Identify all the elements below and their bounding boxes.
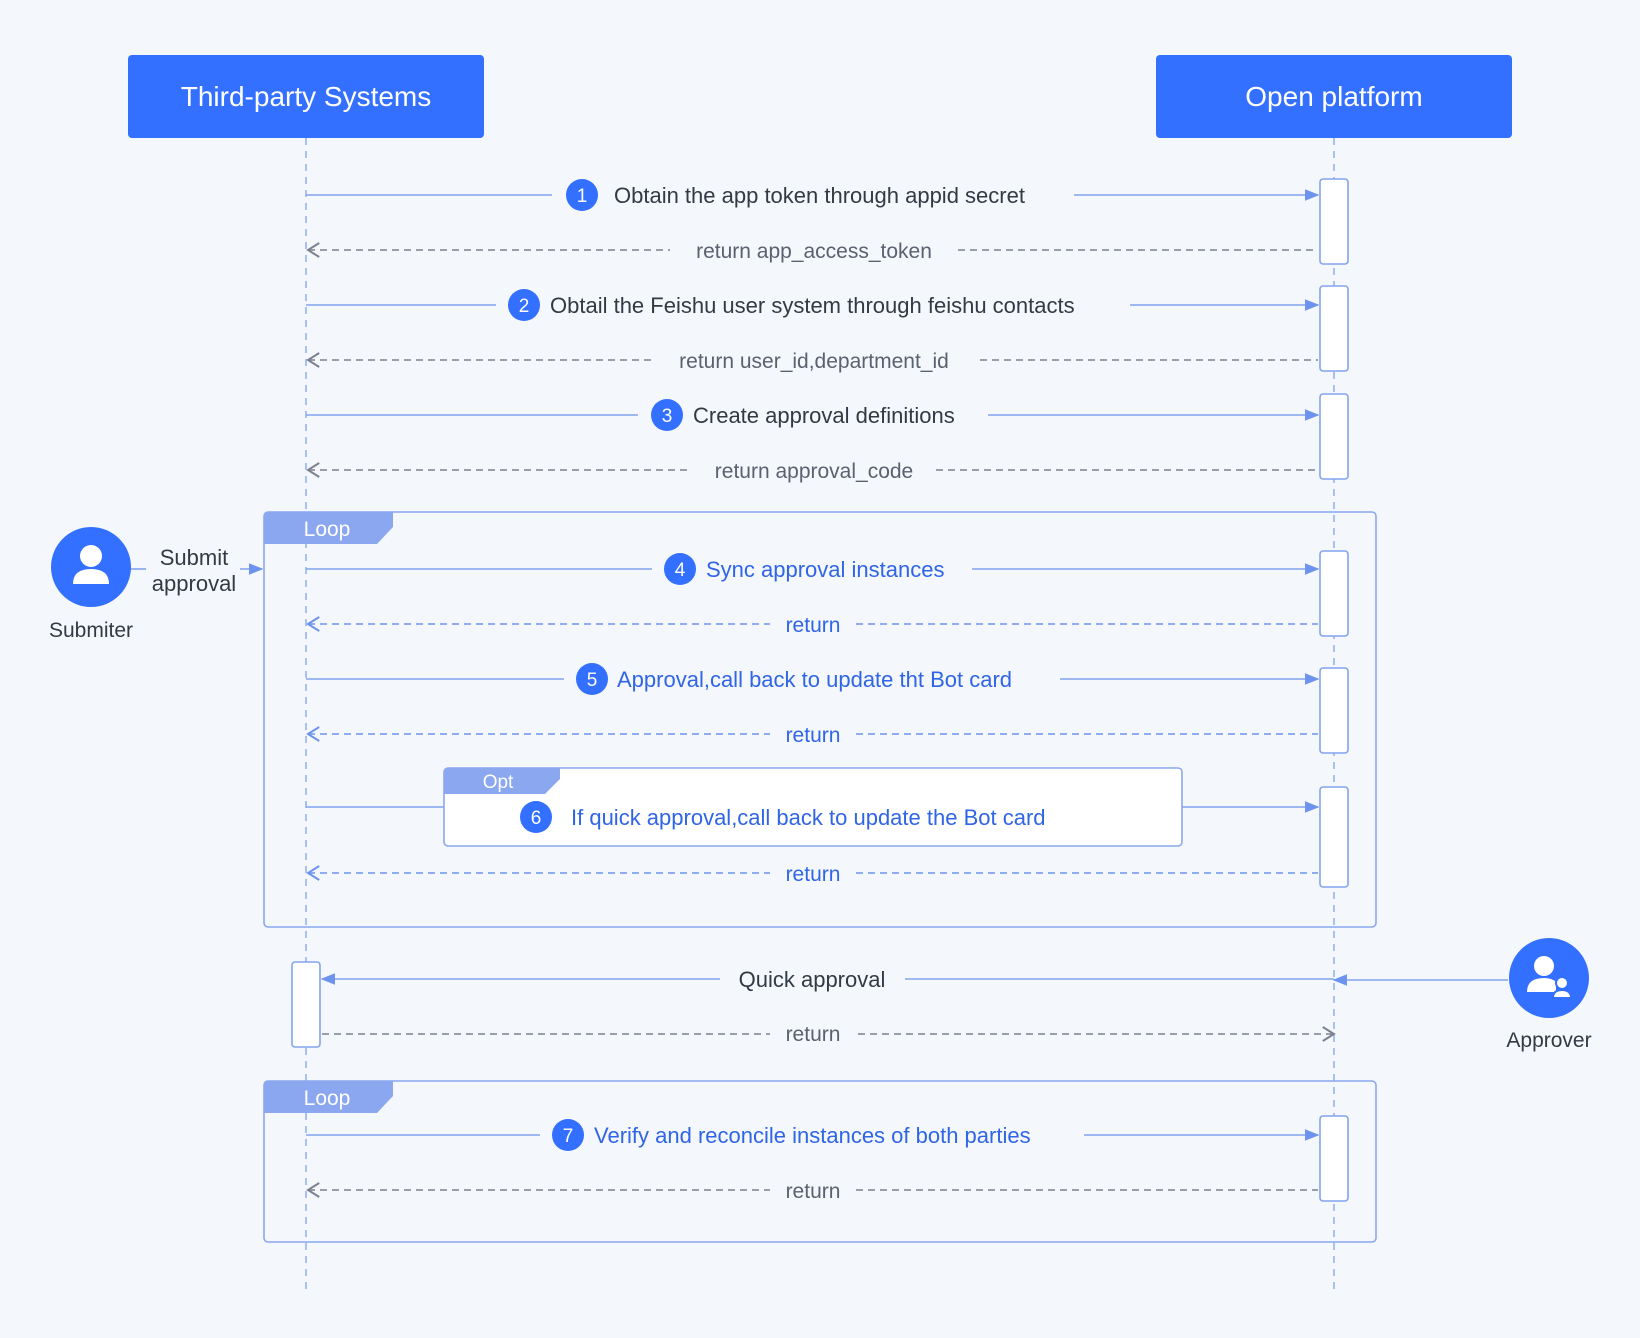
- message-3-label: Create approval definitions: [693, 403, 955, 428]
- return-4: return: [306, 614, 1318, 637]
- quick-approval-label: Quick approval: [739, 967, 886, 992]
- return-3: return approval_code: [306, 460, 1318, 483]
- submitter-actor: Submit approval Submiter: [49, 527, 264, 642]
- return-5-label: return: [786, 724, 841, 747]
- return-7-label: return: [786, 1180, 841, 1203]
- message-6-label: If quick approval,call back to update th…: [571, 805, 1046, 830]
- return-1-label: return app_access_token: [696, 240, 932, 263]
- step-number: 2: [519, 296, 530, 317]
- activation-box: [1319, 393, 1349, 480]
- return-quick-approval-label: return: [786, 1023, 841, 1046]
- activation-box: [1319, 285, 1349, 372]
- submit-approval-label-line1: Submit: [160, 545, 228, 570]
- message-2-label: Obtail the Feishu user system through fe…: [550, 293, 1075, 318]
- message-1-label: Obtain the app token through appid secre…: [614, 183, 1025, 208]
- step-number: 5: [587, 670, 598, 691]
- message-2: 2 Obtail the Feishu user system through …: [306, 289, 1320, 321]
- message-7-label: Verify and reconcile instances of both p…: [594, 1123, 1031, 1148]
- step-badge: [566, 179, 598, 211]
- return-quick-approval: return: [322, 1023, 1336, 1046]
- return-6-label: return: [786, 863, 841, 886]
- message-3: 3 Create approval definitions: [306, 399, 1320, 431]
- participant-open-platform-label: Open platform: [1245, 81, 1422, 112]
- return-3-label: return approval_code: [715, 460, 913, 483]
- submitter-name: Submiter: [49, 619, 133, 642]
- step-number: 7: [563, 1126, 574, 1147]
- message-1: 1 Obtain the app token through appid sec…: [306, 179, 1320, 211]
- step-badge: [520, 801, 552, 833]
- approver-name: Approver: [1506, 1029, 1591, 1052]
- step-number: 4: [675, 560, 686, 581]
- activation-box: [1319, 1115, 1349, 1202]
- message-4: 4 Sync approval instances: [306, 553, 1320, 585]
- step-badge: [552, 1119, 584, 1151]
- activation-box: [291, 961, 321, 1048]
- approver-icon: [1527, 956, 1573, 999]
- message-6: Opt 6 If quick approval,call back to upd…: [306, 767, 1320, 847]
- opt-frame-label: Opt: [483, 772, 514, 793]
- return-2: return user_id,department_id: [306, 350, 1318, 373]
- step-badge: [651, 399, 683, 431]
- step-number: 1: [577, 186, 588, 207]
- submit-approval-label-line2: approval: [152, 571, 236, 596]
- step-number: 3: [662, 406, 673, 427]
- loop-frame-1-label: Loop: [304, 518, 351, 541]
- message-5: 5 Approval,call back to update tht Bot c…: [306, 663, 1320, 695]
- activation-box: [1319, 786, 1349, 888]
- message-5-label: Approval,call back to update tht Bot car…: [617, 667, 1012, 692]
- return-1: return app_access_token: [306, 240, 1318, 263]
- message-4-label: Sync approval instances: [706, 557, 944, 582]
- opt-frame: Opt: [443, 767, 1183, 847]
- quick-approval-message: Quick approval: [320, 967, 1508, 992]
- loop-frame-2: Loop: [263, 1080, 1377, 1243]
- step-badge: [576, 663, 608, 695]
- loop-frame-2-label: Loop: [304, 1087, 351, 1110]
- return-2-label: return user_id,department_id: [679, 350, 949, 373]
- participant-open-platform: Open platform: [1156, 55, 1512, 138]
- return-5: return: [306, 724, 1318, 747]
- user-icon: [73, 545, 109, 584]
- activation-box: [1319, 550, 1349, 637]
- message-7: 7 Verify and reconcile instances of both…: [306, 1119, 1320, 1151]
- participant-third-party: Third-party Systems: [128, 55, 484, 138]
- step-badge: [664, 553, 696, 585]
- activation-box: [1319, 178, 1349, 265]
- step-number: 6: [531, 808, 542, 829]
- activation-box: [1319, 667, 1349, 754]
- return-6: return: [306, 863, 1318, 886]
- return-4-label: return: [786, 614, 841, 637]
- return-7: return: [306, 1180, 1318, 1203]
- approver-actor: Approver: [1506, 938, 1592, 1052]
- loop-frame-1: Loop: [263, 511, 1377, 928]
- step-badge: [508, 289, 540, 321]
- participant-third-party-label: Third-party Systems: [181, 81, 432, 112]
